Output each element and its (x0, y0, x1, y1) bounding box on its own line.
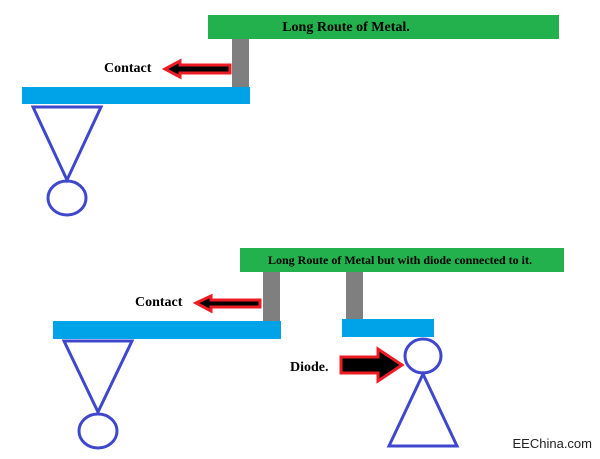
top-poly-bar (22, 87, 250, 104)
bottom-poly-bar-right (342, 319, 434, 337)
bottom-metal-label: Long Route of Metal but with diode conne… (268, 253, 532, 267)
top-contact-label: Contact (104, 61, 152, 76)
bottom-contact-arrow-icon (192, 293, 262, 314)
top-via (232, 39, 249, 87)
bottom-poly-bar-left (53, 321, 281, 339)
bottom-contact-label: Contact (135, 295, 183, 310)
bottom-via-right (346, 272, 363, 320)
top-metal-label: Long Route of Metal. (282, 20, 410, 35)
top-metal-bar (208, 15, 559, 39)
top-contact-arrow-icon (161, 58, 232, 80)
diode-arrow-icon (339, 346, 405, 384)
diode-symbol (386, 337, 460, 448)
bottom-transistor-symbol (61, 339, 135, 450)
top-transistor-symbol (30, 105, 104, 217)
bottom-via-left (263, 272, 280, 322)
diode-label: Diode. (290, 360, 329, 375)
bottom-metal-bar (240, 248, 564, 272)
watermark: EEChina.com (513, 436, 592, 451)
